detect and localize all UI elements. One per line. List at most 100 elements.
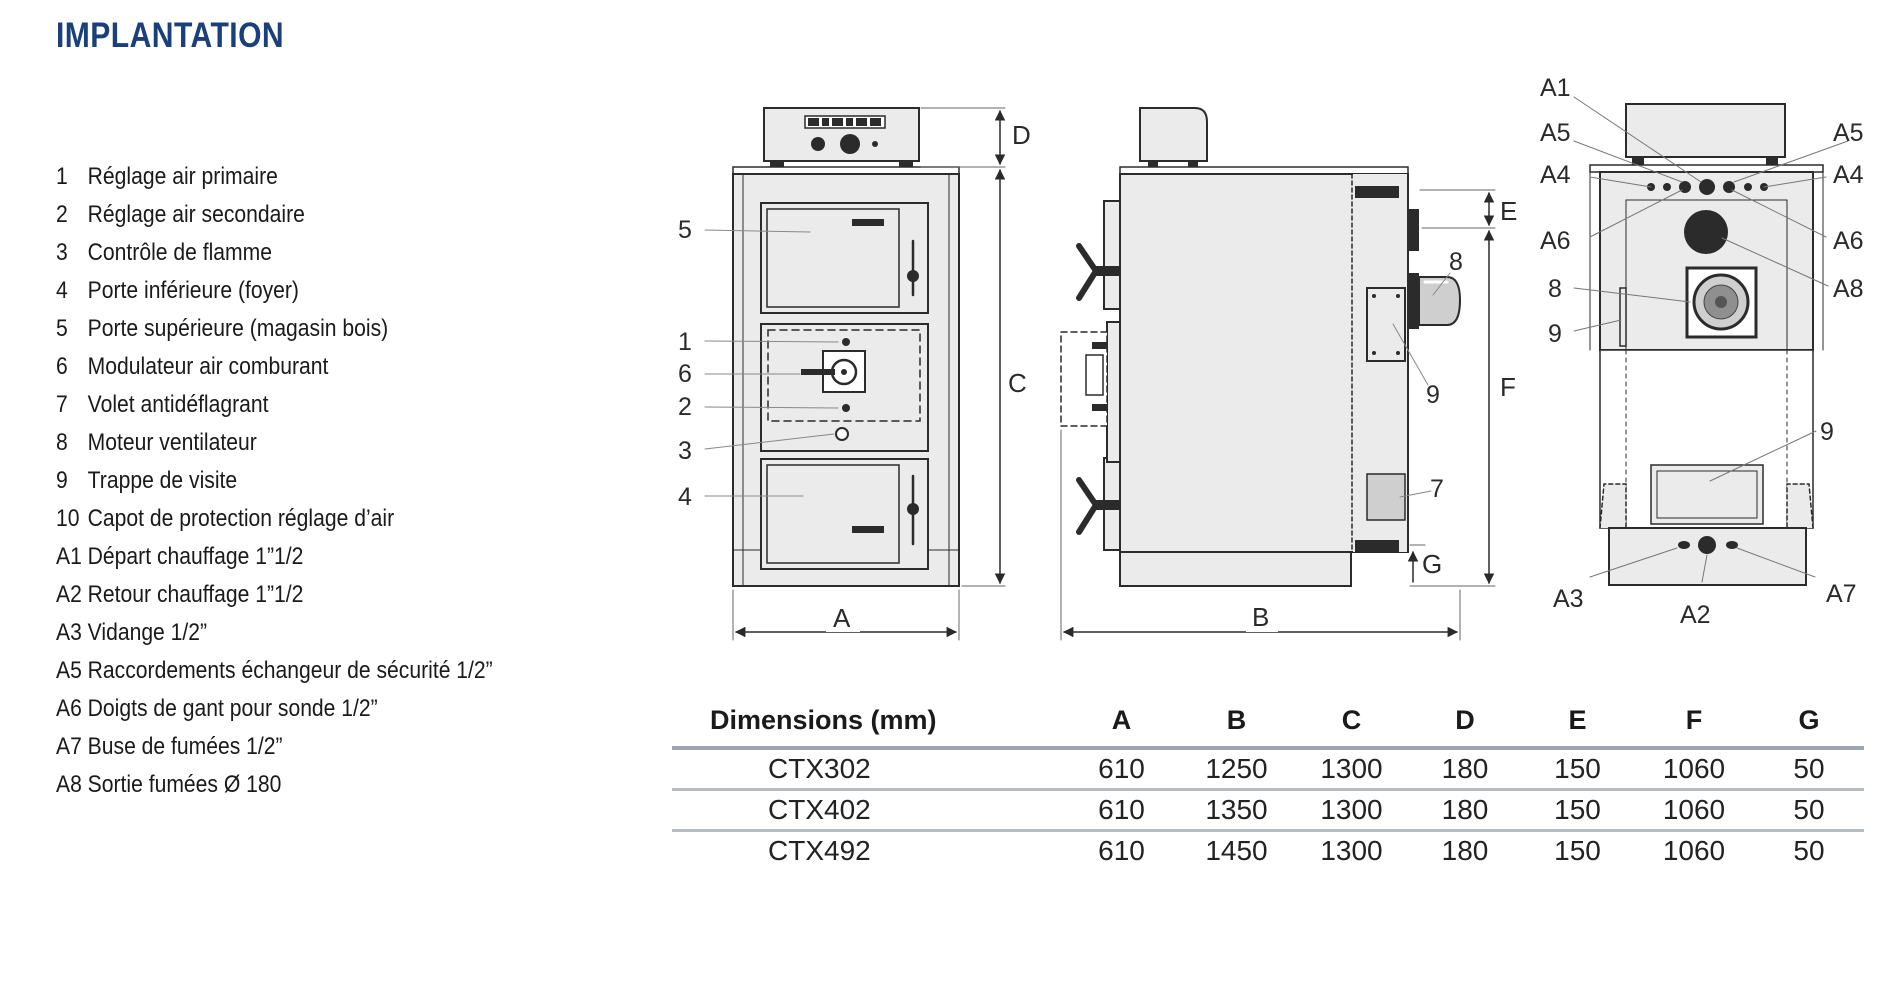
back-callout-8: 8	[1548, 275, 1562, 303]
cell-f: 1060	[1634, 748, 1754, 791]
front-knob-icon	[840, 134, 860, 154]
cell-g: 50	[1793, 835, 1825, 866]
flame-sight-icon	[835, 427, 849, 441]
legend-code: 9	[56, 467, 68, 494]
cell-g: 50	[1754, 789, 1864, 832]
handle-icon	[907, 503, 919, 515]
legend-code: A1	[56, 543, 82, 570]
legend-label: Réglage air secondaire	[87, 201, 305, 228]
legend-label: Réglage air primaire	[87, 163, 278, 190]
callout-2: 2	[678, 393, 692, 421]
cell-d: 180	[1409, 789, 1521, 832]
table-row: CTX302 610 1250 1300 180 150 1060 50	[672, 748, 1864, 791]
cell-a: 610	[1064, 789, 1179, 832]
legend-item: 10 Capot de protection réglage d’air	[56, 500, 549, 538]
back-callout-a5-right: A5	[1833, 119, 1864, 147]
legend-label: Buse de fumées 1/2”	[87, 733, 283, 760]
table-header-label: Dimensions (mm)	[672, 694, 1064, 750]
dimensions-table: Dimensions (mm) A B C D E F G CTX302 610…	[672, 694, 1864, 870]
back-callout-a8: A8	[1833, 275, 1864, 303]
table-row: CTX492 610 1450 1300 180 150 1060 50	[672, 831, 1864, 871]
back-callout-9-upper: 9	[1548, 320, 1562, 348]
legend-label: Moteur ventilateur	[87, 429, 257, 456]
side-explosion-flap	[1366, 473, 1406, 521]
handle-icon	[907, 270, 919, 282]
front-upper-door	[760, 202, 929, 314]
table-header-row: Dimensions (mm) A B C D E F G	[672, 694, 1864, 750]
legend-code: 6	[56, 353, 68, 380]
side-view: 8 9 7 B E F G	[1060, 107, 1522, 641]
legend-code: A8	[56, 771, 82, 798]
connection-icon	[1355, 186, 1399, 198]
legend-code: 4	[56, 277, 68, 304]
front-display-segments	[808, 118, 881, 126]
cell-c: 1300	[1294, 789, 1409, 832]
dimension-e-label: E	[1500, 196, 1517, 226]
back-callout-a1: A1	[1540, 74, 1571, 102]
front-top-plate	[732, 166, 960, 175]
back-callout-a4-right: A4	[1833, 161, 1864, 189]
legend-code: 5	[56, 315, 68, 342]
legend-label: Modulateur air comburant	[87, 353, 329, 380]
cell-b: 1450	[1205, 835, 1268, 866]
callout-1: 1	[678, 328, 692, 356]
table-header-a: A	[1064, 694, 1179, 750]
legend-label: Trappe de visite	[87, 467, 238, 494]
dimension-g-label: G	[1422, 549, 1442, 579]
legend-label: Raccordements échangeur de sécurité 1/2”	[87, 657, 493, 684]
legend-item: 2 Réglage air secondaire	[56, 196, 549, 234]
front-lower-door	[760, 458, 929, 570]
legend-code: A5	[56, 657, 82, 684]
cell-e: 150	[1521, 748, 1634, 791]
back-callout-a4-left: A4	[1540, 161, 1571, 189]
legend-item: 9 Trappe de visite	[56, 462, 549, 500]
table-row: CTX402 610 1350 1300 180 150 1060 50	[672, 789, 1864, 832]
dimension-f-label: F	[1500, 372, 1516, 402]
dimension-a-label: A	[833, 603, 851, 633]
cell-c: 1300	[1320, 835, 1383, 866]
table-header-c: C	[1294, 694, 1409, 750]
side-callout-8: 8	[1449, 248, 1463, 276]
callout-6: 6	[678, 360, 692, 388]
legend-label: Contrôle de flamme	[87, 239, 272, 266]
legend-label: Retour chauffage 1”1/2	[87, 581, 304, 608]
legend-code: 3	[56, 239, 68, 266]
back-callout-a6-left: A6	[1540, 227, 1571, 255]
legend-label: Sortie fumées Ø 180	[87, 771, 282, 798]
legend-code: A3	[56, 619, 82, 646]
table-header-g: G	[1754, 694, 1864, 750]
legend-code: 2	[56, 201, 68, 228]
cell-f: 1060	[1662, 835, 1726, 866]
side-handle-icon	[1076, 243, 1120, 301]
legend-label: Capot de protection réglage d’air	[87, 505, 395, 532]
front-view: 5 1 6 2 3 4 A D C	[678, 107, 1034, 641]
fan-motor-icon	[1409, 273, 1419, 329]
dimension-d-label: D	[1012, 120, 1031, 150]
back-callout-a7: A7	[1826, 580, 1857, 608]
table-header-d: D	[1409, 694, 1521, 750]
page-title: IMPLANTATION	[56, 16, 285, 55]
back-callout-a5-left: A5	[1540, 119, 1571, 147]
back-callout-9-lower: 9	[1820, 418, 1834, 446]
side-control-box	[1139, 107, 1208, 162]
side-handle-icon	[1076, 477, 1120, 535]
model-cell: CTX402	[672, 789, 1064, 832]
legend-code: 10	[56, 505, 80, 532]
legend-label: Doigts de gant pour sonde 1/2”	[87, 695, 378, 722]
back-control-box	[1625, 103, 1786, 158]
back-lower-body	[1599, 349, 1814, 529]
side-callout-9: 9	[1426, 381, 1440, 409]
legend-label: Porte supérieure (magasin bois)	[87, 315, 389, 342]
cell-a: 610	[1098, 835, 1145, 866]
cell-c: 1300	[1294, 748, 1409, 791]
model-cell: CTX492	[768, 835, 871, 866]
back-callout-a2: A2	[1680, 601, 1711, 629]
